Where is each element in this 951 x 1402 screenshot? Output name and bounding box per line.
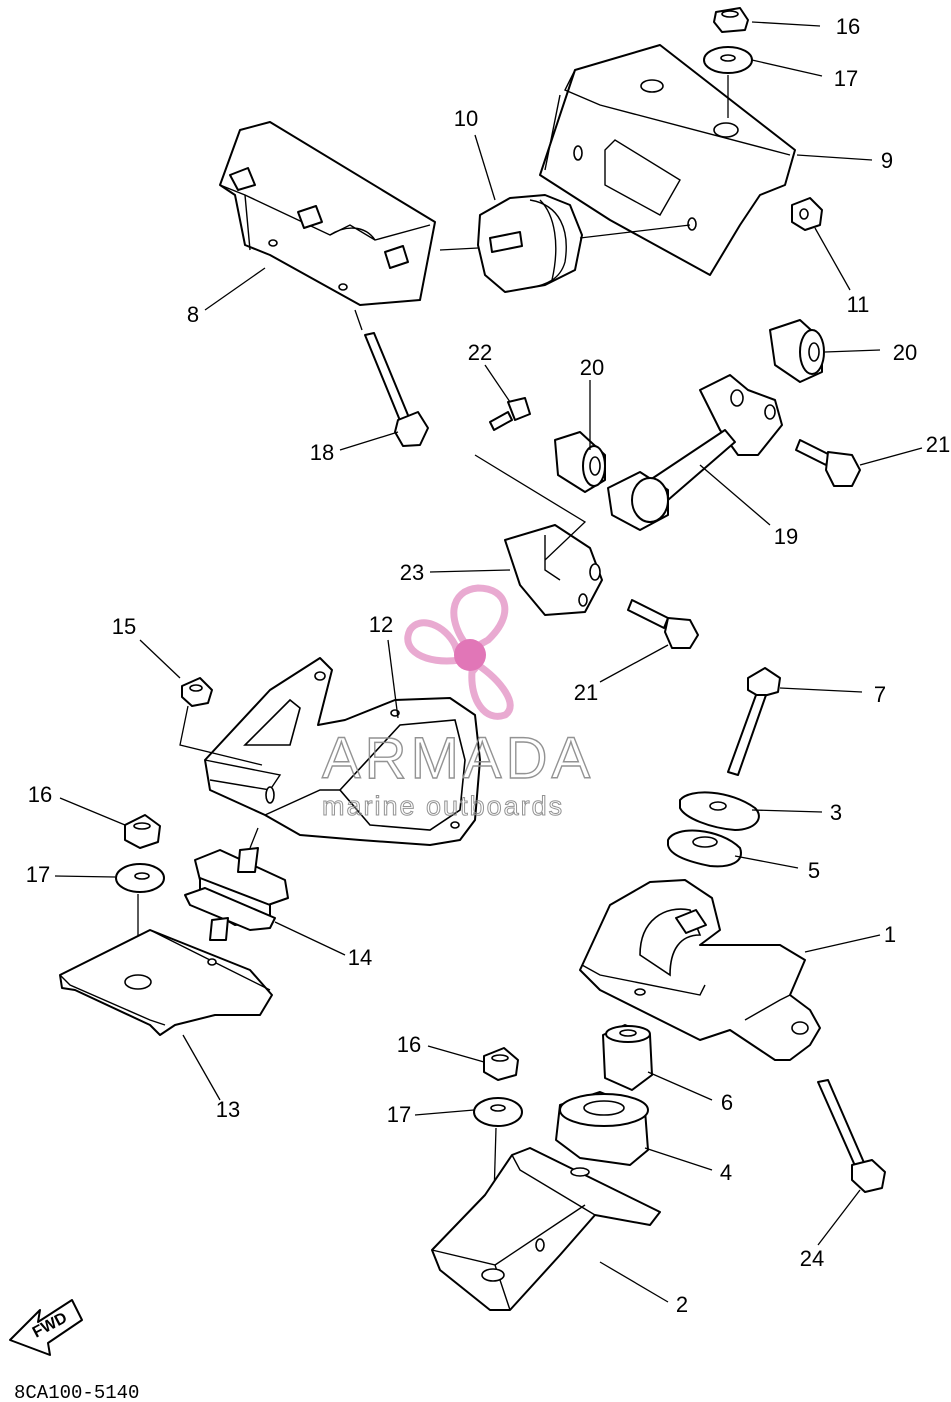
part-16-nut-left xyxy=(124,814,161,849)
part-15-nut xyxy=(179,677,263,766)
callout-3: 3 xyxy=(830,800,842,825)
callout-23: 23 xyxy=(400,560,424,585)
callout-16: 16 xyxy=(836,14,860,39)
part-17-washer-left xyxy=(115,863,165,975)
fwd-arrow-icon: FWD xyxy=(9,1299,83,1356)
part-4-damper xyxy=(555,1091,649,1166)
callout-20: 20 xyxy=(893,340,917,365)
part-2-bracket xyxy=(431,1147,661,1311)
callout-1: 1 xyxy=(884,922,896,947)
callout-9: 9 xyxy=(881,148,893,173)
part-9-bracket xyxy=(539,44,796,276)
part-12-bracket xyxy=(204,657,481,846)
callout-22: 22 xyxy=(468,340,492,365)
part-5-rubber-washer xyxy=(667,829,742,868)
callout-4: 4 xyxy=(720,1160,732,1185)
watermark-brand: ARMADA xyxy=(322,726,594,791)
callout-17: 17 xyxy=(834,66,858,91)
armada-propeller-logo xyxy=(404,584,514,720)
callout-20: 20 xyxy=(580,355,604,380)
callout-21: 21 xyxy=(926,432,950,457)
part-24-bolt xyxy=(817,1079,886,1193)
part-23-bracket xyxy=(474,454,603,616)
callout-24: 24 xyxy=(800,1246,824,1271)
callout-17: 17 xyxy=(387,1102,411,1127)
part-16-nut-bottom xyxy=(483,1047,519,1081)
part-11-bushing xyxy=(791,197,823,231)
part-20-bushing-right xyxy=(769,319,825,383)
callout-17: 17 xyxy=(26,862,50,887)
part-7-bolt xyxy=(727,667,781,776)
callout-6: 6 xyxy=(721,1090,733,1115)
part-3-plate xyxy=(679,791,760,831)
part-17-washer-bottom xyxy=(473,1097,523,1266)
callout-2: 2 xyxy=(676,1292,688,1317)
part-18-bolt xyxy=(364,332,429,447)
callout-18: 18 xyxy=(310,440,334,465)
callout-16: 16 xyxy=(397,1032,421,1057)
leader-lines xyxy=(54,21,923,1303)
watermark-tagline: marine outboards xyxy=(322,791,564,821)
callout-16: 16 xyxy=(28,782,52,807)
part-21-bolt-lower xyxy=(627,599,699,649)
part-20-bushing-mid xyxy=(554,431,606,493)
drawing-code: 8CA100-5140 xyxy=(14,1382,139,1402)
part-10-rubber-mount xyxy=(439,194,691,293)
callout-7: 7 xyxy=(874,682,886,707)
callout-14: 14 xyxy=(348,945,372,970)
callout-11: 11 xyxy=(847,292,870,317)
callout-8: 8 xyxy=(187,302,199,327)
part-19-link-arm xyxy=(607,374,783,531)
callout-21: 21 xyxy=(574,680,598,705)
part-13-bracket xyxy=(59,929,273,1036)
part-21-bolt-upper xyxy=(795,439,861,487)
callout-19: 19 xyxy=(774,524,798,549)
part-22-bolt xyxy=(489,397,531,431)
armada-watermark: ARMADA marine outboards xyxy=(321,584,594,822)
part-8-bracket xyxy=(219,121,436,331)
callout-13: 13 xyxy=(216,1097,240,1122)
part-6-spacer xyxy=(602,1024,653,1091)
part-17-washer-top xyxy=(703,46,753,118)
part-16-nut-top xyxy=(713,7,749,33)
part-1-bracket xyxy=(579,879,821,1061)
callout-5: 5 xyxy=(808,858,820,883)
callout-15: 15 xyxy=(112,614,136,639)
callout-12: 12 xyxy=(369,612,393,637)
callout-10: 10 xyxy=(454,106,478,131)
part-14-rubber-mount xyxy=(184,827,289,941)
